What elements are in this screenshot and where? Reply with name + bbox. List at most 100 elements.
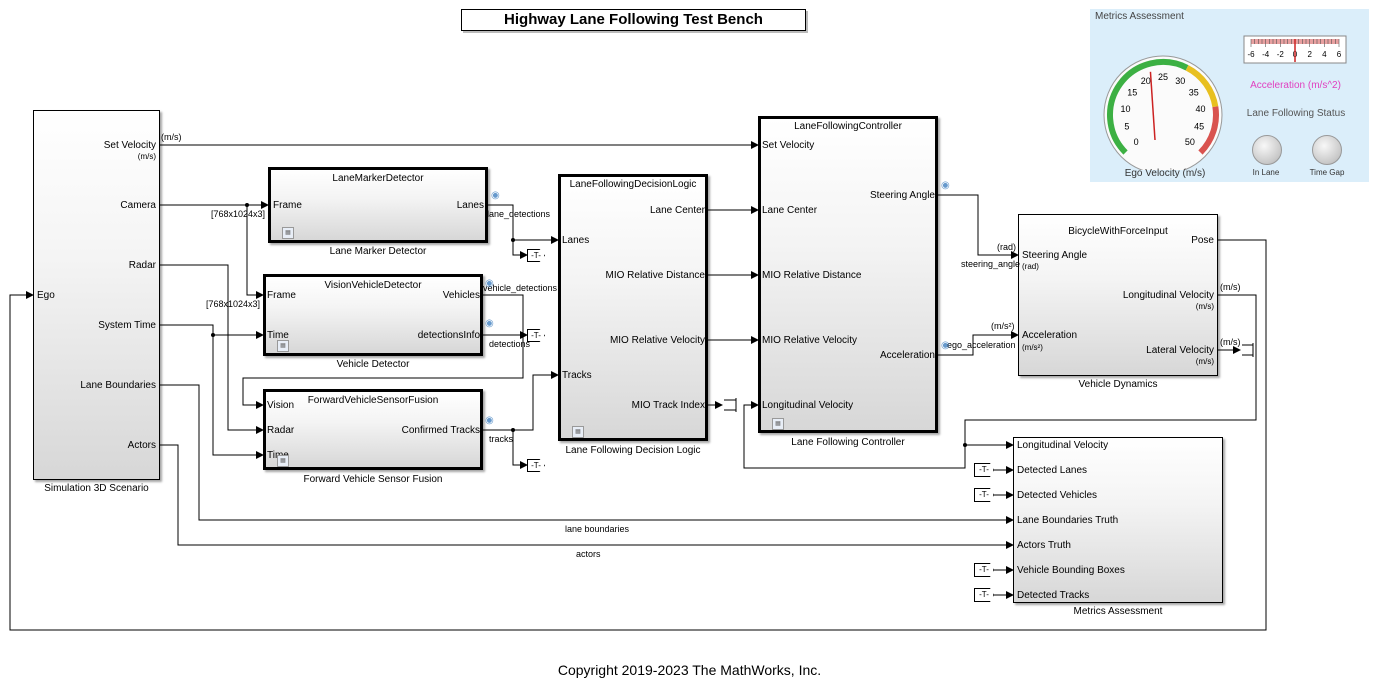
signal-label-lane-detections: lane_detections [487,209,551,219]
junction-time [211,333,215,337]
gauge-needle [1149,71,1156,141]
controller-out-steering: Steering Angle [869,190,935,201]
gauge-tick-label: 45 [1194,122,1204,132]
time-gap-lamp [1312,135,1342,165]
logged-signal-icon: ◉ [941,180,950,191]
wire-long-velocity-branch [743,401,966,469]
junction-camera [245,203,249,207]
decision-logic-out-lane-center: Lane Center [649,205,705,216]
vehicle-detector-out-vehicles: Vehicles [442,290,480,301]
signal-label-rad: (rad) [997,242,1017,252]
gauge-tick-label: 40 [1196,104,1206,114]
accel-tick-label: 2 [1307,50,1312,59]
model-ref-icon: ▦ [282,227,294,239]
lane-marker-out-lanes: Lanes [456,200,484,211]
signal-label-m-s2: (m/s²) [991,321,1015,331]
goto-tag-lanes[interactable]: -T- [527,249,545,262]
signal-label-dims-2: [768x1024x3] [206,299,261,309]
dynamics-out-lat-velocity-unit: (m/s) [1195,357,1214,366]
wire-pose [9,239,1267,631]
wire-tracks [483,371,559,431]
decision-logic-block[interactable] [558,174,708,441]
lane-marker-caption: Lane Marker Detector [329,246,427,257]
sim3d-out-lane-boundaries: Lane Boundaries [80,380,156,391]
from-tag-detected-lanes[interactable]: -T- [974,463,994,477]
sensor-fusion-title: ForwardVehicleSensorFusion [307,395,439,406]
dynamics-out-lat-velocity: Lateral Velocity [1146,345,1214,356]
status-title: Lane Following Status [1246,108,1346,119]
dynamics-in-acceleration: Acceleration [1022,330,1078,341]
controller-in-lane-center: Lane Center [762,205,818,216]
controller-in-mio-velocity: MIO Relative Velocity [762,335,858,346]
signal-label-lane-boundaries: lane boundaries [565,524,630,534]
from-tag-bounding-boxes[interactable]: -T- [974,563,994,577]
sim3d-caption: Simulation 3D Scenario [44,483,149,494]
wire-actors [160,444,1014,549]
dynamics-in-acceleration-unit: (m/s²) [1022,343,1043,352]
sensor-fusion-block[interactable] [263,389,483,470]
metrics-in-long-velocity: Longitudinal Velocity [1017,440,1109,451]
wire-acceleration [938,331,1019,356]
model-ref-icon: ▦ [277,340,289,352]
signal-label-actors: actors [576,549,601,559]
gauge-tick-label: 25 [1158,72,1168,82]
signal-label-vehicle-detections: vehicle_detections [483,283,558,293]
accel-tick-label: 6 [1337,50,1342,59]
acceleration-meter[interactable]: -6-4-20246 [1243,35,1348,65]
logged-signal-icon: ◉ [485,278,494,289]
accel-label: Acceleration (m/s^2) [1250,80,1341,91]
logged-signal-icon: ◉ [941,340,950,351]
junction-lanes [511,238,515,242]
sensor-fusion-in-radar: Radar [267,425,295,436]
dynamics-block[interactable] [1018,214,1218,376]
sim3d-in-ego: Ego [37,290,55,301]
signal-label-tracks: tracks [489,434,514,444]
goto-tag-tracks[interactable]: -T- [527,459,545,472]
gauge-label: Ego Velocity (m/s) [1124,168,1206,179]
sim3d-block[interactable] [33,110,160,480]
sim3d-out-set-velocity-unit: (m/s) [137,152,156,161]
metrics-in-actors: Actors Truth [1017,540,1071,551]
sim3d-out-system-time: System Time [98,320,156,331]
logged-signal-icon: ◉ [491,190,500,201]
gauge-tick-label: 0 [1134,137,1139,147]
controller-block[interactable] [758,116,938,433]
junction-tracks [511,428,515,432]
gauge-tick-label: 35 [1189,88,1199,98]
dynamics-in-steering-unit: (rad) [1022,262,1039,271]
controller-title: LaneFollowingController [794,121,902,132]
decision-logic-out-mio-distance: MIO Relative Distance [605,270,705,281]
wire-radar [160,264,264,434]
from-tag-detected-tracks[interactable]: -T- [974,588,994,602]
signal-label-ego-acceleration: ego_acceleration [947,340,1016,350]
metrics-in-detected-lanes: Detected Lanes [1017,465,1088,476]
metrics-block[interactable] [1013,437,1223,603]
lane-marker-in-frame: Frame [273,200,302,211]
goto-tag-detections[interactable]: -T- [527,329,545,342]
lane-marker-title: LaneMarkerDetector [332,173,424,184]
signal-label-detections: detections [489,339,531,349]
vehicle-detector-title: VisionVehicleDetector [324,280,422,291]
sim3d-out-camera: Camera [120,200,156,211]
dynamics-caption: Vehicle Dynamics [1078,379,1158,390]
copyright: Copyright 2019-2023 The MathWorks, Inc. [557,662,822,678]
from-tag-detected-vehicles[interactable]: -T- [974,488,994,502]
vehicle-detector-block[interactable] [263,274,483,356]
lane-marker-block[interactable] [268,167,488,243]
controller-out-acceleration: Acceleration [879,350,935,361]
metrics-in-bounding-boxes: Vehicle Bounding Boxes [1017,565,1125,576]
metrics-caption: Metrics Assessment [1073,606,1163,617]
model-ref-icon: ▦ [277,455,289,467]
vehicle-detector-in-time: Time [267,330,289,341]
in-lane-lamp [1252,135,1282,165]
gauge-tick-label: 15 [1127,88,1137,98]
signal-label-dims-1: [768x1024x3] [211,209,266,219]
wire-long-velocity [964,294,1257,449]
accel-tick-label: -2 [1277,50,1285,59]
gauge-tick-label: 50 [1185,137,1195,147]
accel-tick-label: 4 [1322,50,1327,59]
gauge-band [1185,65,1219,108]
sensor-fusion-in-vision: Vision [267,400,295,411]
